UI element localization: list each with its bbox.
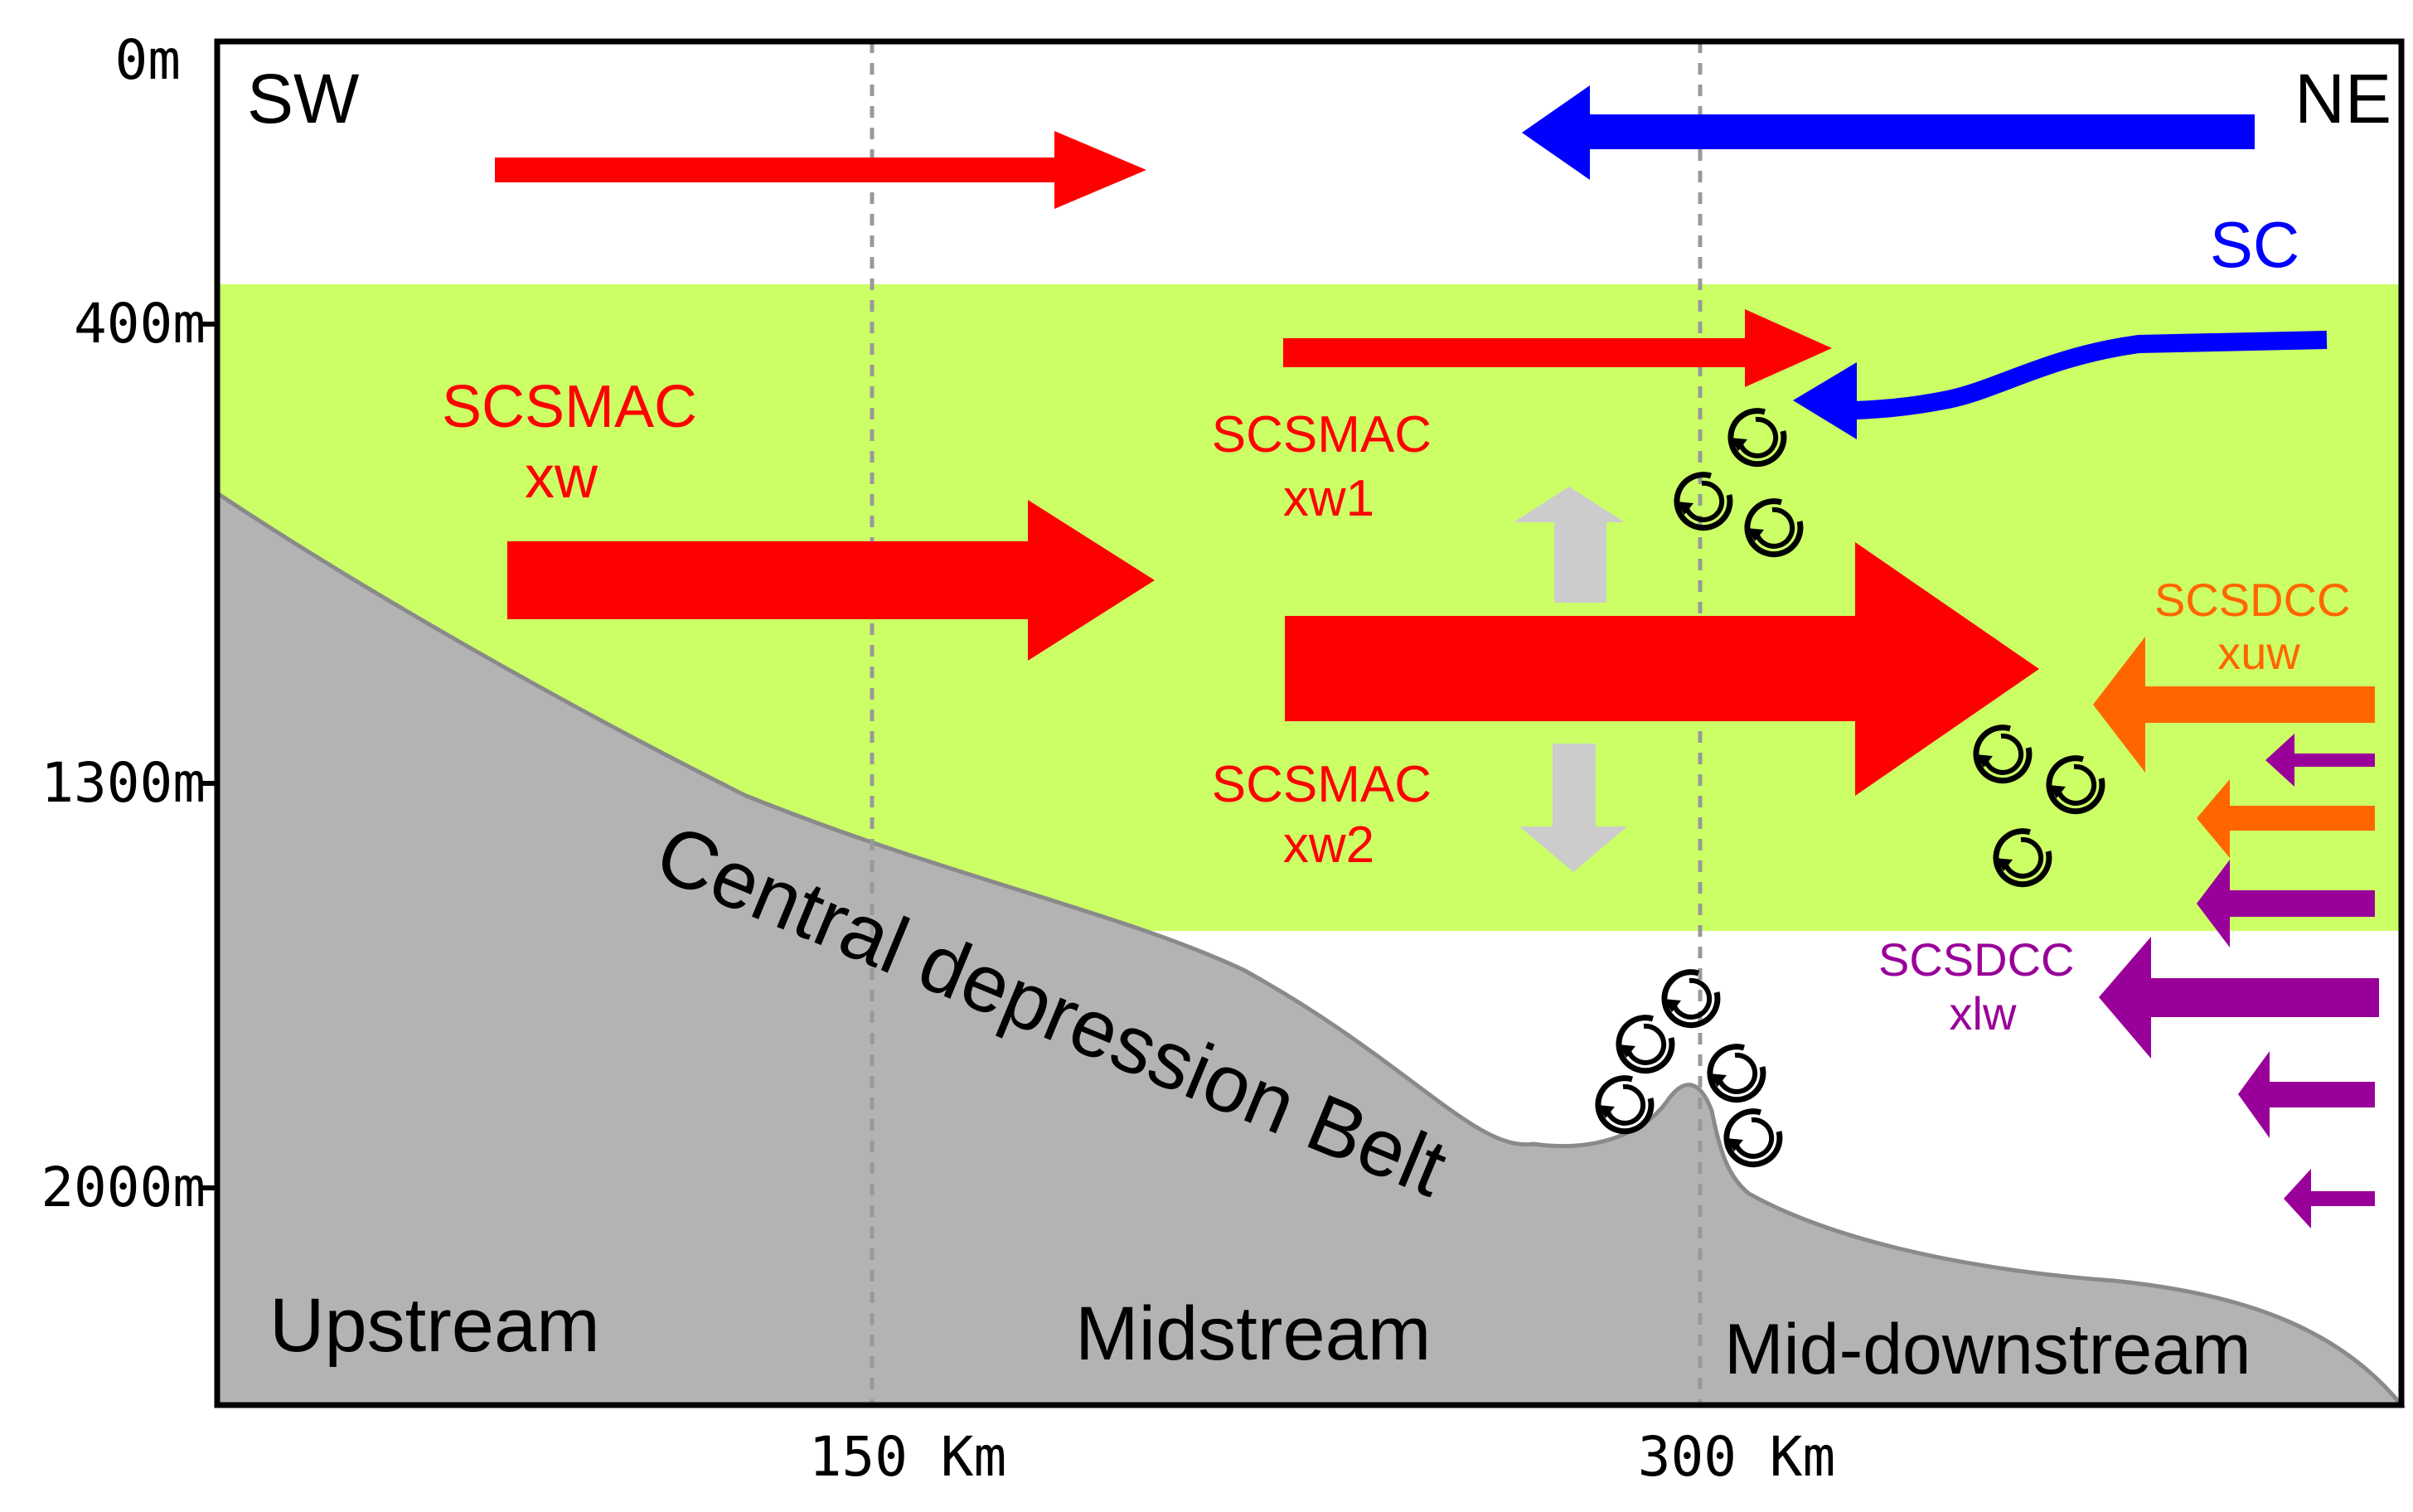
- scsdcc-xlw-arrow-1: [2265, 734, 2375, 787]
- scsmac-xw2-label-line2: xw2: [1283, 817, 1374, 874]
- plot-frame: [214, 38, 2405, 1408]
- scsdcc-xlw-label: SCSDCC xlw: [1878, 933, 2087, 1040]
- scsdcc-xuw-label-line2: xuw: [2217, 627, 2300, 679]
- scsmac-xw1-arrow: [1283, 309, 1832, 387]
- scsdcc-xuw-arrow-large: [2093, 637, 2375, 773]
- eddy-icon: [1618, 1018, 1672, 1071]
- scsmac-xw2-label: SCSMAC xw2: [1212, 756, 1446, 874]
- orientation-ne: NE: [2294, 60, 2391, 138]
- scsmac-xw1-label-line2: xw1: [1283, 470, 1374, 527]
- scsmac-xw-label-line1: SCSMAC: [442, 374, 697, 440]
- scsdcc-xlw-arrow-4: [2238, 1051, 2375, 1138]
- scsdcc-xlw-label-line1: SCSDCC: [1878, 933, 2074, 986]
- upper-red-arrow: [495, 131, 1146, 209]
- scsmac-xw1-label-line1: SCSMAC: [1212, 406, 1432, 463]
- eddy-icon: [1726, 1112, 1780, 1165]
- depth-label-0m: 0m: [115, 28, 181, 92]
- scsmac-xw-arrow: [507, 500, 1155, 661]
- depth-label-1300m: 1300m: [41, 751, 206, 815]
- scsmac-xw1-label: SCSMAC xw1: [1212, 406, 1446, 527]
- zone-upstream: Upstream: [269, 1283, 600, 1368]
- depth-label-2000m: 2000m: [41, 1156, 206, 1219]
- vertical-exchange-up-arrow: [1514, 487, 1625, 603]
- scsmac-xw-label: SCSMAC xw: [442, 374, 714, 511]
- scsmac-xw2-label-line1: SCSMAC: [1212, 756, 1432, 813]
- zone-mid-downstream: Mid-downstream: [1724, 1310, 2251, 1389]
- scsdcc-xuw-arrow-small: [2197, 779, 2375, 858]
- depth-label-400m: 400m: [74, 292, 206, 356]
- sc-upper-blue-arrow: [1522, 85, 2255, 180]
- vertical-exchange-down-arrow: [1519, 744, 1627, 872]
- scsdcc-xlw-arrow-2: [2197, 860, 2375, 947]
- zone-midstream: Midstream: [1075, 1292, 1431, 1376]
- scsmac-xw-label-line2: xw: [525, 444, 598, 511]
- orientation-sw: SW: [247, 60, 359, 138]
- eddy-icon: [1664, 972, 1718, 1025]
- sc-curved-arrow-line: [1827, 331, 2328, 420]
- eddy-icon: [1709, 1047, 1763, 1100]
- scsdcc-xlw-label-line2: xlw: [1950, 987, 2017, 1040]
- scsdcc-xlw-arrow-3: [2099, 937, 2379, 1059]
- sc-label: SC: [2210, 208, 2299, 281]
- eddy-icon: [1597, 1078, 1651, 1132]
- scsdcc-xuw-label: SCSDCC xuw: [2154, 574, 2363, 679]
- scsdcc-xuw-label-line1: SCSDCC: [2154, 574, 2350, 626]
- distance-label-150km: 150 Km: [809, 1425, 1006, 1489]
- distance-label-300km: 300 Km: [1638, 1425, 1835, 1489]
- scsmac-core-arrow: [1285, 542, 2039, 796]
- scsdcc-xlw-arrow-5: [2284, 1169, 2375, 1228]
- seafloor-profile: [215, 489, 2406, 1408]
- sc-curved-arrow-head: [1793, 362, 1857, 439]
